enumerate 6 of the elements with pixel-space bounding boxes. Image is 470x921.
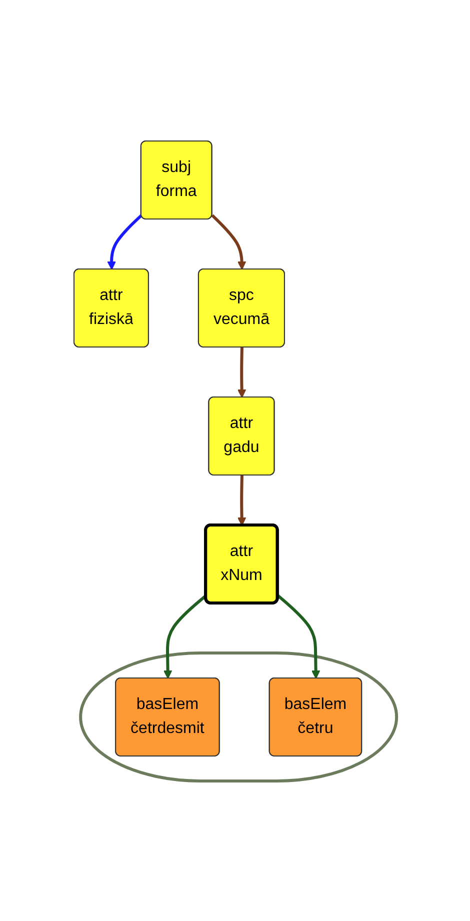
arrow [237,474,246,526]
arrow [163,594,207,678]
arrow [106,214,142,270]
arrow [276,594,320,678]
arrow [210,214,246,270]
arrow [237,346,246,398]
